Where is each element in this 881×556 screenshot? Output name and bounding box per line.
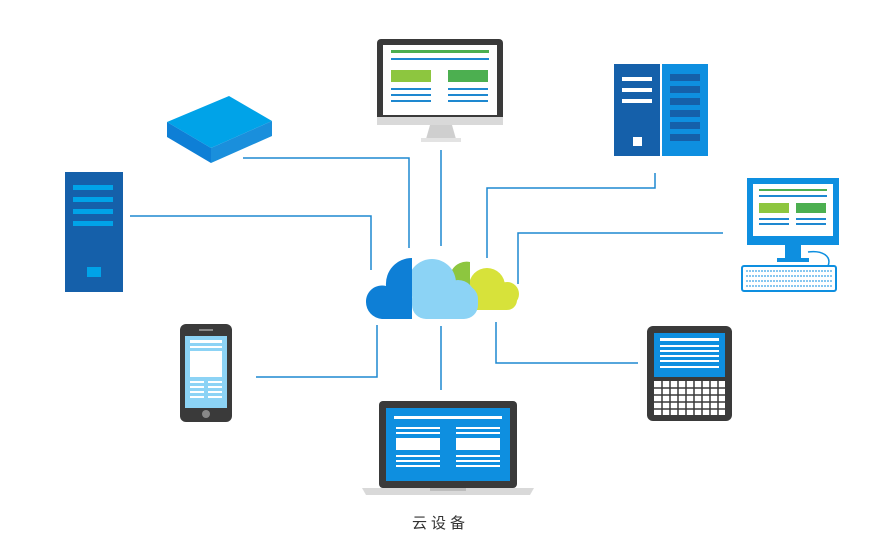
tower-server-icon [65, 172, 123, 292]
desktop-monitor-icon [377, 39, 503, 142]
connector-qwerty-phone [495, 322, 638, 364]
diagram-caption: 云设备 [411, 514, 469, 532]
desktop-keyboard-icon [741, 178, 839, 292]
qwerty-phone-icon [647, 326, 732, 421]
connector-tower-left [130, 215, 372, 270]
laptop-icon [362, 401, 534, 495]
cloud-icon [365, 257, 519, 319]
router-icon [167, 96, 272, 163]
smartphone-icon [180, 324, 232, 422]
connector-desktop-keyboard [517, 232, 723, 284]
connector-router [243, 157, 410, 248]
server-rack-icon [614, 64, 708, 156]
connector-smartphone [256, 325, 378, 378]
connector-server-rack [486, 173, 656, 258]
connectors [130, 150, 723, 390]
